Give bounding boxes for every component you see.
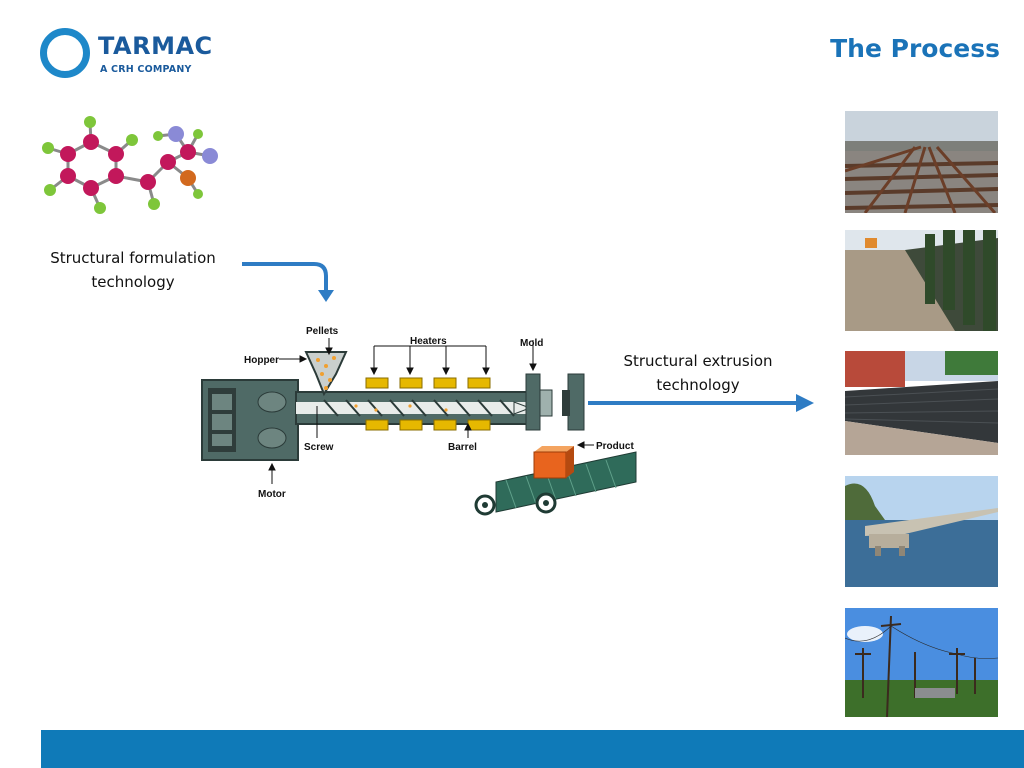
formulation-caption-line2: technology [91, 273, 175, 291]
tarmac-logo: TARMAC A CRH COMPANY [40, 28, 220, 78]
page-title: The Process [830, 34, 1000, 63]
formulation-caption: Structural formulation technology [36, 246, 230, 294]
logo-ring-icon [40, 28, 90, 78]
product-block [534, 446, 574, 452]
logo-wordmark: TARMAC [98, 32, 213, 60]
formulation-arrow-icon [242, 262, 334, 302]
formulation-caption-line1: Structural formulation [50, 249, 216, 267]
label-motor: Motor [258, 489, 286, 500]
label-screw: Screw [304, 442, 334, 453]
photo-utility-poles [845, 608, 998, 717]
label-product: Product [596, 441, 634, 452]
extrusion-caption: Structural extrusion technology [608, 349, 788, 397]
label-hopper: Hopper [244, 355, 279, 366]
extrusion-caption-line1: Structural extrusion [623, 352, 773, 370]
label-pellets: Pellets [306, 326, 339, 337]
photo-fence-panels [845, 351, 998, 455]
photo-railway-sleepers [845, 111, 998, 213]
footer-band [41, 730, 1024, 768]
photo-jetty-on-water [845, 476, 998, 587]
logo-tagline: A CRH COMPANY [100, 64, 192, 75]
mold [525, 373, 541, 431]
extrusion-arrow-icon [588, 394, 814, 412]
label-mold: Mold [520, 338, 543, 349]
screw-icon [323, 399, 515, 417]
label-heaters: Heaters [410, 336, 447, 347]
hopper [304, 351, 348, 397]
extrusion-caption-line2: technology [656, 376, 740, 394]
extruder-diagram: Pellets Hopper Heaters Mold Screw Barrel… [201, 326, 637, 516]
molecule-illustration [42, 116, 218, 214]
photo-retaining-wall [845, 230, 998, 331]
label-barrel: Barrel [448, 442, 477, 453]
